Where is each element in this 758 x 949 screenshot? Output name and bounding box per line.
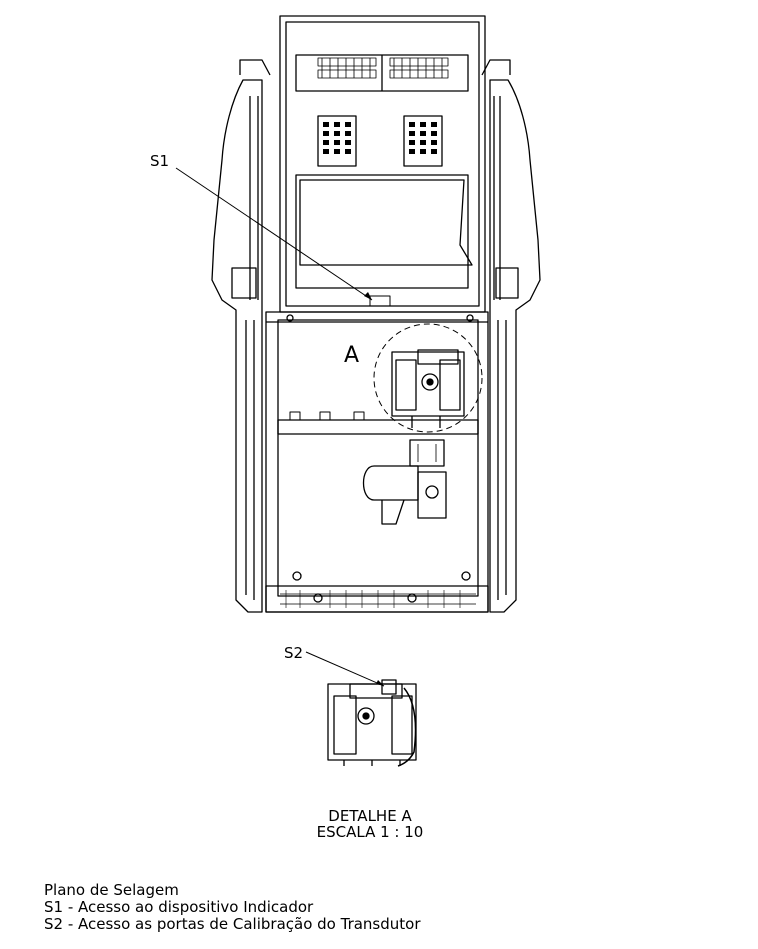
s1-leader-line [175,167,373,301]
s2-label: S2 [284,644,303,662]
detail-a-marker: A [344,343,359,368]
legend-title: Plano de Selagem [44,881,179,899]
sealing-plan-legend: Plano de Selagem S1 - Acesso ao disposit… [44,882,421,933]
s2-leader-line [305,651,385,687]
fuel-dispenser-front-view [211,15,541,613]
detail-a-circle [373,323,483,433]
detail-caption-scale: ESCALA 1 : 10 [316,823,424,841]
s1-label: S1 [150,152,169,170]
legend-item: S1 - Acesso ao dispositivo Indicador [44,898,314,916]
detail-caption: DETALHE A ESCALA 1 : 10 [280,808,460,840]
pump-motor [362,439,447,525]
meter-unit [391,349,465,428]
legend-item: S2 - Acesso as portas de Calibração do T… [44,915,421,933]
detail-caption-title: DETALHE A [328,807,412,825]
detail-a-view [327,679,417,767]
